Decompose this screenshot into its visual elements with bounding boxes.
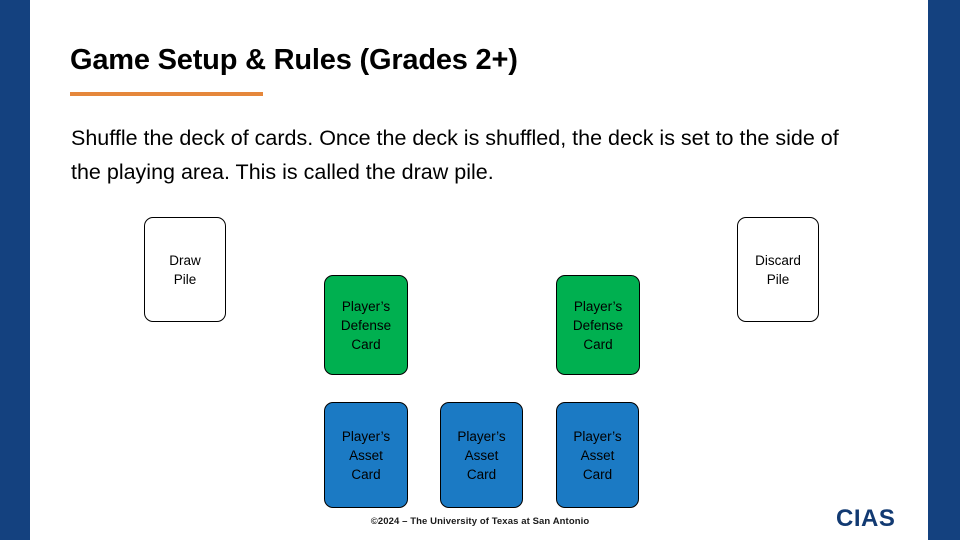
card-discard-pile: Discard Pile <box>737 217 819 322</box>
card-player-asset-1: Player’s Asset Card <box>324 402 408 508</box>
cias-logo: CIAS <box>836 505 896 532</box>
right-accent-bar <box>928 0 960 540</box>
card-draw-pile-line1: Draw <box>169 252 201 268</box>
card-asset-3-line3: Card <box>582 466 613 482</box>
card-defense-right-line2: Defense <box>572 317 624 333</box>
card-asset-1-line3: Card <box>351 466 381 482</box>
card-defense-left-line3: Card <box>351 336 381 352</box>
card-asset-3-line1: Player’s <box>573 428 622 444</box>
card-player-defense-right: Player’s Defense Card <box>556 275 640 375</box>
card-asset-2-line1: Player’s <box>457 428 506 444</box>
slide-title: Game Setup & Rules (Grades 2+) <box>70 44 518 76</box>
card-draw-pile-line2: Pile <box>173 271 197 287</box>
card-discard-pile-line1: Discard <box>755 252 801 268</box>
card-asset-2-line3: Card <box>466 466 497 482</box>
card-asset-1-line1: Player’s <box>341 428 391 444</box>
card-player-asset-2: Player’s Asset Card <box>440 402 523 508</box>
card-asset-1-line2: Asset <box>349 447 383 463</box>
card-player-defense-left: Player’s Defense Card <box>324 275 408 375</box>
card-defense-left-line2: Defense <box>340 317 392 333</box>
card-defense-right-line1: Player’s <box>573 298 623 314</box>
card-player-asset-3: Player’s Asset Card <box>556 402 639 508</box>
slide-body-text: Shuffle the deck of cards. Once the deck… <box>71 126 839 184</box>
card-asset-2-line2: Asset <box>464 447 499 463</box>
card-discard-pile-line2: Pile <box>766 271 790 287</box>
copyright-footer: ©2024 – The University of Texas at San A… <box>370 516 590 527</box>
card-defense-right-line3: Card <box>583 336 613 352</box>
title-underline-rule <box>70 92 263 96</box>
left-accent-bar <box>0 0 30 540</box>
card-asset-3-line2: Asset <box>580 447 615 463</box>
card-draw-pile: Draw Pile <box>144 217 226 322</box>
card-defense-left-line1: Player’s <box>341 298 391 314</box>
